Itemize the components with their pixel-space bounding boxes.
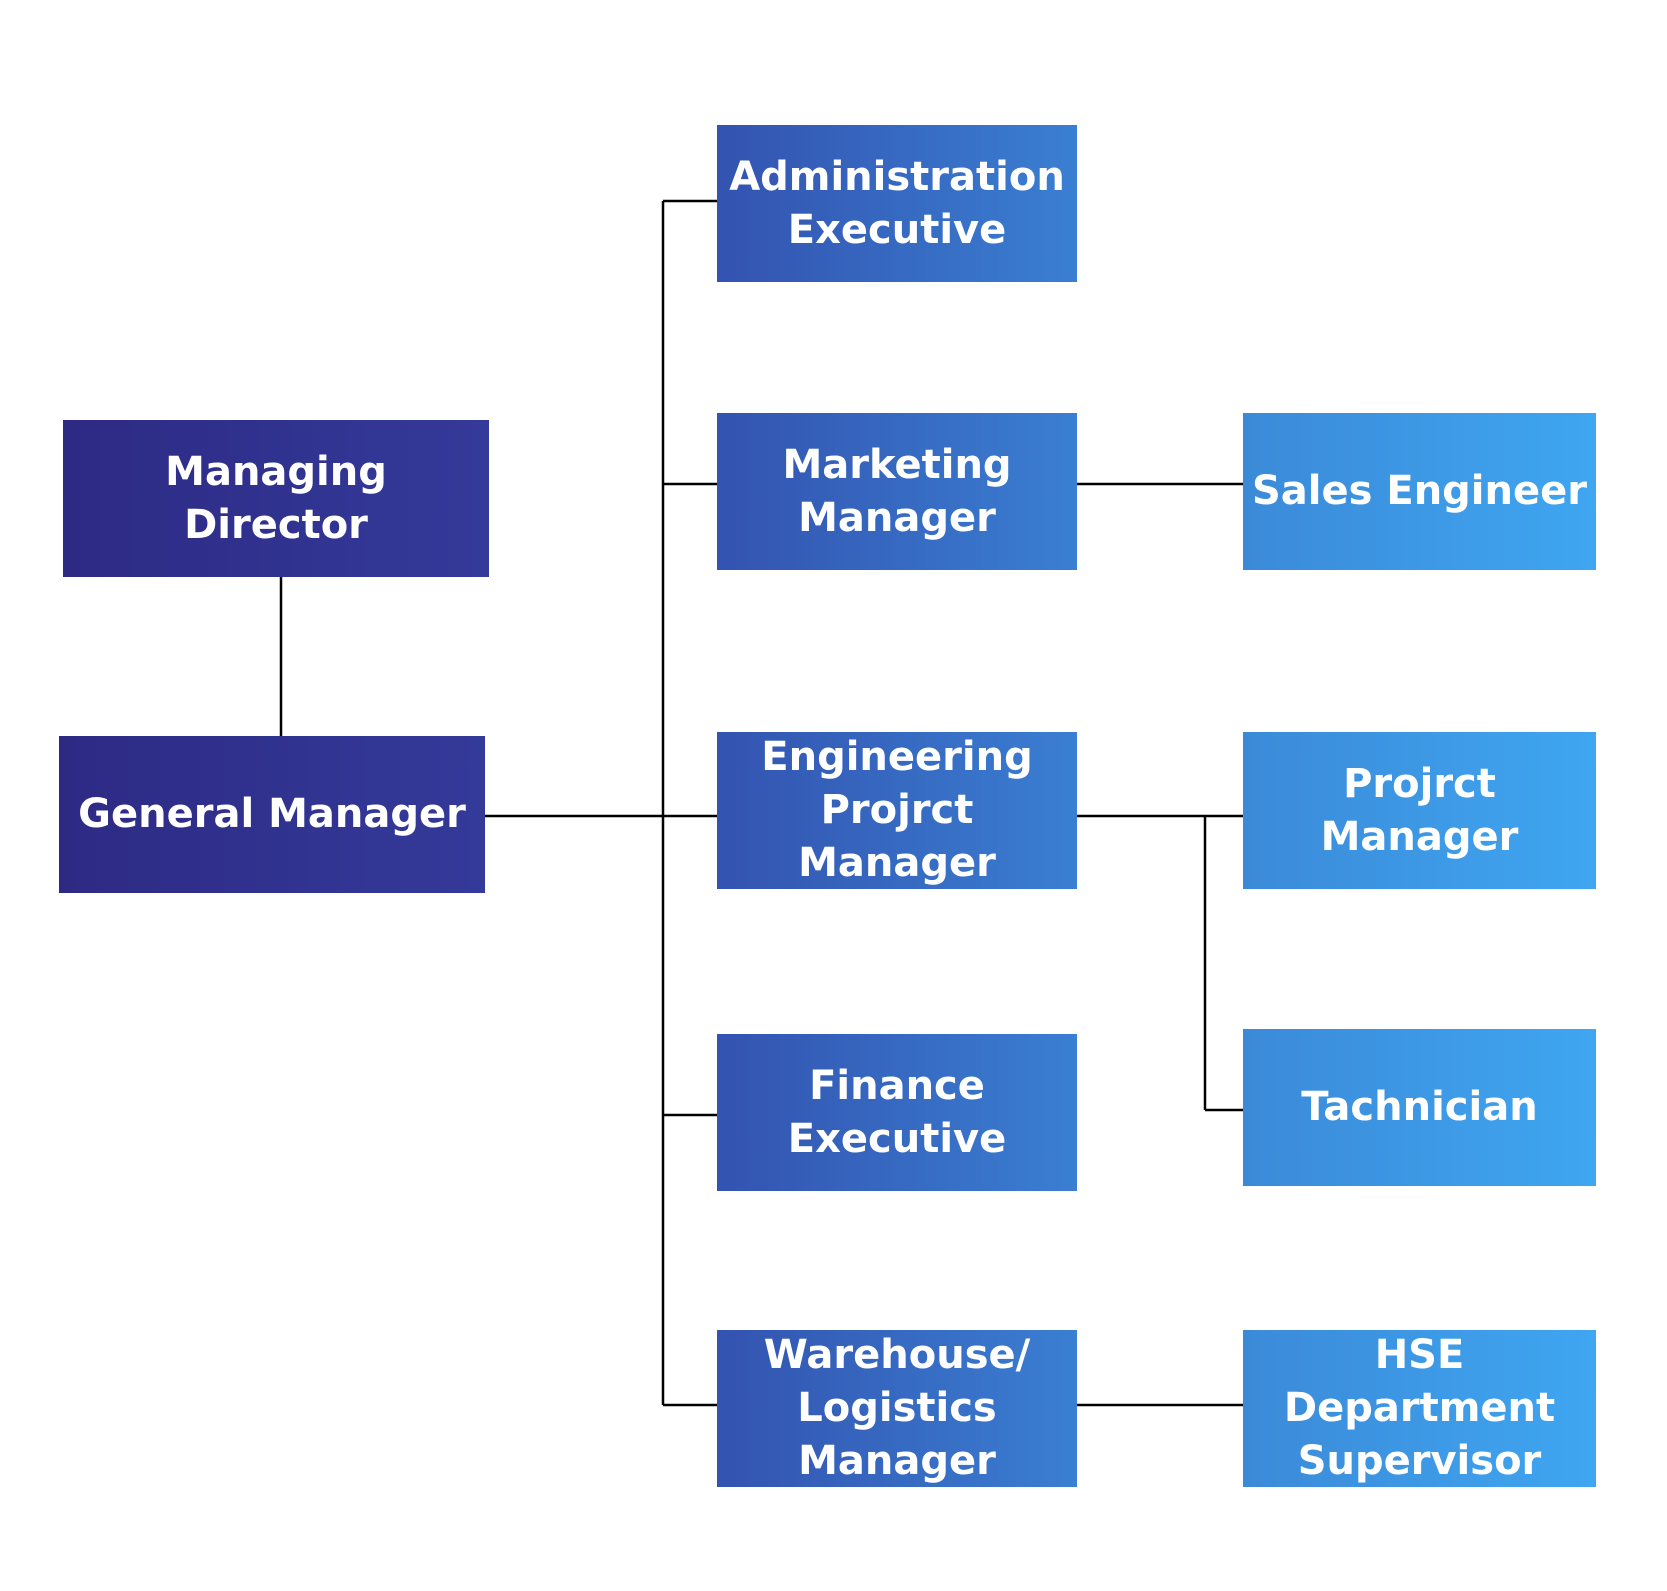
node-project-manager: Projrct Manager	[1243, 732, 1596, 889]
node-hse-department-supervisor: HSE Department Supervisor	[1243, 1330, 1596, 1487]
node-finance-executive: Finance Executive	[717, 1034, 1077, 1191]
node-general-manager: General Manager	[59, 736, 485, 893]
node-sales-engineer: Sales Engineer	[1243, 413, 1596, 570]
node-label: Tachnician	[1301, 1084, 1538, 1130]
node-label: Warehouse/ Logistics Manager	[763, 1332, 1031, 1484]
node-label: Administration Executive	[729, 153, 1065, 253]
node-label: Sales Engineer	[1252, 468, 1587, 514]
node-label: HSE Department Supervisor	[1283, 1332, 1556, 1484]
node-label: Managing Director	[165, 448, 387, 548]
node-label: General Manager	[78, 791, 466, 837]
node-managing-director: Managing Director	[63, 420, 489, 577]
node-label: Engineering Projrct Manager	[761, 734, 1033, 886]
node-administration-executive: Administration Executive	[717, 125, 1077, 282]
node-warehouse-logistics-manager: Warehouse/ Logistics Manager	[717, 1330, 1077, 1487]
node-engineering-project-manager: Engineering Projrct Manager	[717, 732, 1077, 889]
node-label: Marketing Manager	[782, 441, 1012, 541]
node-marketing-manager: Marketing Manager	[717, 413, 1077, 570]
node-label: Finance Executive	[787, 1062, 1007, 1162]
node-label: Projrct Manager	[1320, 760, 1519, 860]
node-technician: Tachnician	[1243, 1029, 1596, 1186]
